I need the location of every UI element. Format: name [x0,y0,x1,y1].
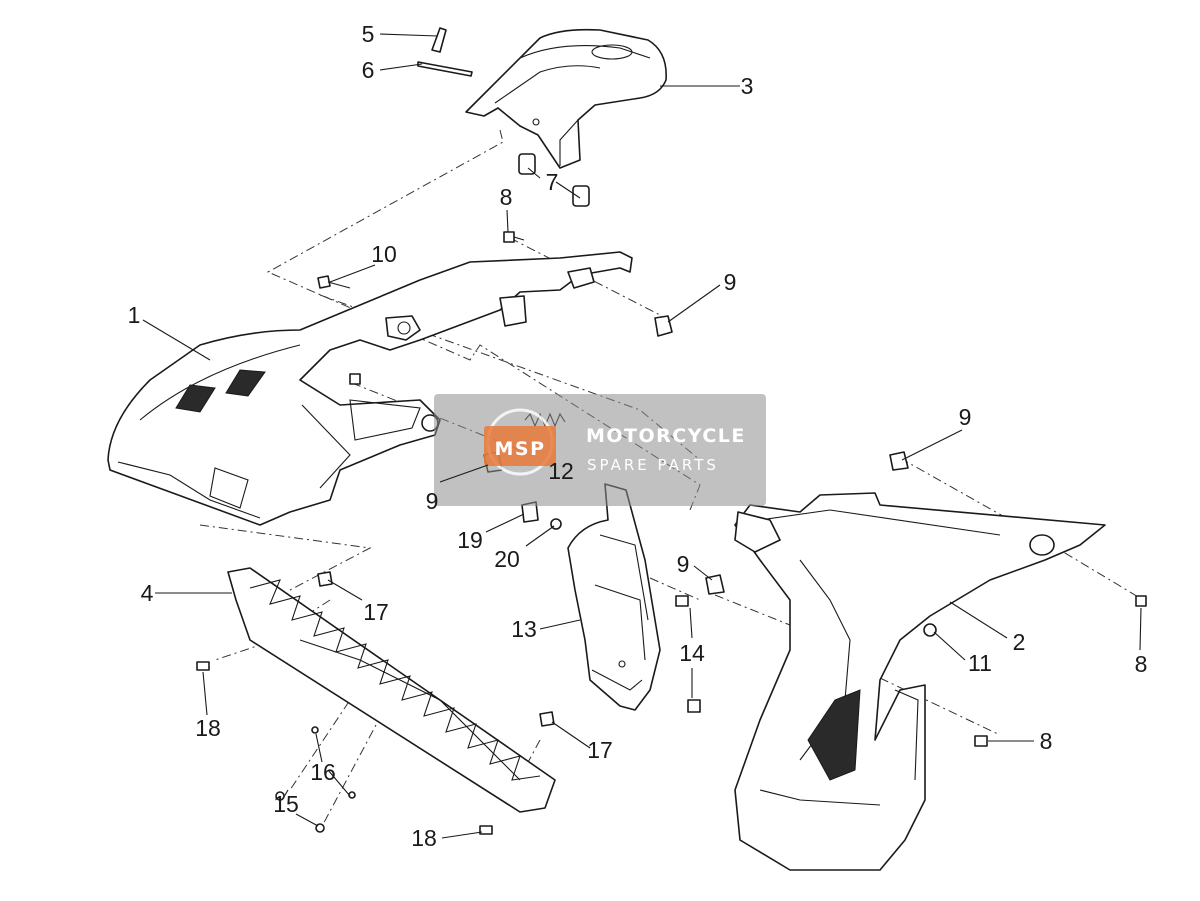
watermark-line2: SPARE PARTS [587,456,719,474]
callout-12: 12 [548,458,574,484]
callout-7: 7 [546,169,559,195]
callout-1: 1 [128,302,141,328]
radiator-grille-part[interactable] [227,567,556,813]
callout-18-left: 18 [195,715,221,741]
clip-nut-parts [311,315,937,799]
callout-13: 13 [511,616,537,642]
callout-10: 10 [371,241,397,267]
callout-6: 6 [362,57,375,83]
leader-lines [142,33,1142,839]
callout-16: 16 [310,759,336,785]
callout-8-lower: 8 [1040,728,1053,754]
callout-9-right: 9 [959,404,972,430]
screw-parts [196,231,1147,835]
callout-9-top: 9 [724,269,737,295]
callout-19: 19 [457,527,483,553]
right-side-panel-part[interactable] [734,492,1106,871]
callout-14: 14 [679,640,705,666]
callout-5: 5 [362,21,375,47]
callout-20: 20 [494,546,520,572]
watermark-logo-text: MSP [494,438,545,460]
callout-9-center: 9 [677,551,690,577]
inner-duct-part[interactable] [567,483,661,711]
callout-18-bottom: 18 [411,825,437,851]
callout-3: 3 [741,73,754,99]
callout-17-upper: 17 [363,599,389,625]
callout-8-top: 8 [500,184,513,210]
callout-4: 4 [141,580,154,606]
watermark-line1: MOTORCYCLE [586,425,746,447]
left-side-panel-part[interactable] [107,251,633,526]
rod-part [417,61,473,77]
callout-labels: 5 6 3 7 8 10 9 1 9 12 9 19 20 9 4 17 13 … [128,21,1148,851]
callout-9-left: 9 [426,488,439,514]
callout-11: 11 [968,650,992,676]
callout-17-lower: 17 [587,737,613,763]
tank-cover-part[interactable] [465,28,667,169]
watermark: MSP MOTORCYCLE SPARE PARTS [434,394,766,506]
watermark-panel [434,394,766,506]
pin-part [431,27,447,53]
rubber-bushing-parts [518,153,590,207]
callout-15: 15 [273,791,299,817]
callout-2: 2 [1013,629,1026,655]
callout-8-right: 8 [1135,651,1148,677]
watermark-logo-badge [484,426,556,466]
